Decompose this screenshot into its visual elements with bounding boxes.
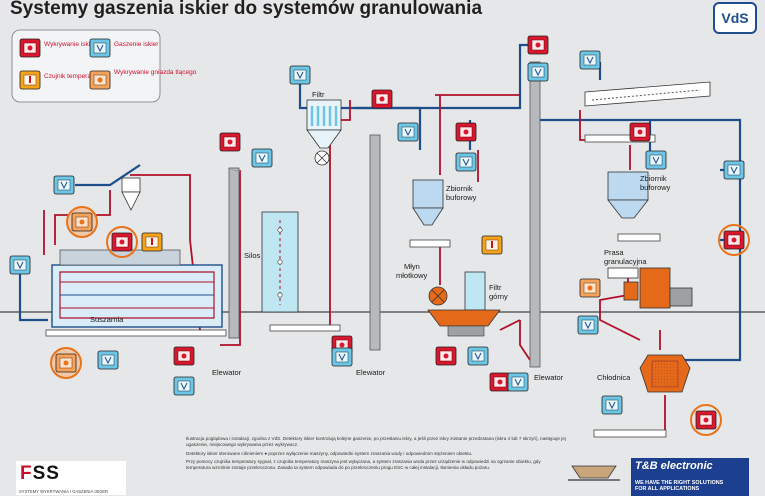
pellet-press-label-a: Prasa — [604, 248, 624, 257]
elevator-3: Elewator — [529, 61, 564, 382]
buffer-tank-2-label-a: Zbiornik — [640, 174, 667, 183]
top-filter-label-a: Filtr — [489, 283, 502, 292]
spark-extinguisher-icon — [331, 347, 353, 367]
legend-detector-icon — [19, 38, 41, 58]
footnote-1: Ilustracja poglądowa i instalacji, zgodn… — [186, 436, 566, 447]
hammer-mill: Młyn młotkowy Filtr górny — [396, 262, 508, 337]
elevator-3-label: Elewator — [534, 373, 564, 382]
page-title: Systemy gaszenia iskier do systemów gran… — [10, 0, 483, 19]
spark-extinguisher-icon — [645, 150, 667, 170]
spark-detector-icon — [435, 346, 457, 366]
output-bin — [568, 465, 620, 481]
pellet-press: Prasa granulacyjna — [604, 248, 693, 309]
dryer: Suszarnia — [45, 249, 227, 337]
elevator-1-label: Elewator — [212, 368, 242, 377]
dryer-label: Suszarnia — [90, 315, 124, 324]
tb-logo-tagline-1: WE HAVE THE RIGHT SOLUTIONS — [635, 480, 724, 486]
legend-detector-label: Wykrywanie iskier — [44, 41, 97, 48]
spark-extinguisher-icon — [577, 315, 599, 335]
spark-extinguisher-icon — [251, 148, 273, 168]
fss-logo-mark: F — [20, 463, 33, 484]
legend-extinguisher-label: Gaszenie iskier — [114, 41, 159, 48]
buffer-tank-1: Zbiornik buforowy — [409, 179, 477, 248]
tb-logo-name: T&B electronic — [635, 460, 713, 472]
temperature-sensor-icon — [481, 235, 503, 255]
spark-detector-icon — [111, 232, 133, 252]
elevator-1: Elewator — [212, 167, 243, 377]
footnotes: Ilustracja poglądowa i instalacji, zgodn… — [186, 436, 566, 474]
spark-extinguisher-icon — [507, 372, 529, 392]
buffer-tank-1-label-b: buforowy — [446, 193, 477, 202]
silo-label: Silos — [244, 251, 261, 260]
spark-extinguisher-icon — [723, 160, 745, 180]
spark-detector-icon — [489, 372, 511, 392]
spark-extinguisher-icon — [397, 122, 419, 142]
tb-electronic-logo: T&B electronic WE HAVE THE RIGHT SOLUTIO… — [631, 458, 749, 496]
cooler: Chłodnica — [593, 354, 691, 438]
spark-extinguisher-icon — [527, 62, 549, 82]
spark-detector-icon — [723, 230, 745, 250]
fss-logo: FSS SYSTEMY WYKRYWANIA I GASZENIA ISKIER — [16, 461, 126, 495]
spark-extinguisher-icon — [97, 350, 119, 370]
spark-detector-icon — [527, 35, 549, 55]
top-conveyor — [584, 81, 711, 143]
spark-extinguisher-icon — [467, 346, 489, 366]
spark-extinguisher-icon — [53, 175, 75, 195]
legend-temperature-icon — [19, 70, 41, 90]
footnote-2: Detektory iskier sterowane ciśnieniem ● … — [186, 450, 473, 456]
cooler-label: Chłodnica — [597, 373, 631, 382]
pellet-press-label-b: granulacyjna — [604, 257, 647, 266]
fss-logo-text: SS — [32, 463, 60, 484]
cyclone — [121, 177, 141, 211]
buffer-tank-2-label-b: buforowy — [640, 183, 671, 192]
legend-temperature-label: Czujnik temperatury — [44, 73, 103, 80]
top-filter-label-b: górny — [489, 292, 508, 301]
vds-badge: VdS — [713, 2, 757, 34]
spark-extinguisher-icon — [9, 255, 31, 275]
spark-detector-icon — [629, 122, 651, 142]
spark-extinguisher-icon — [455, 152, 477, 172]
elevator-2-label: Elewator — [356, 368, 386, 377]
spark-detector-icon — [695, 410, 717, 430]
spark-extinguisher-icon — [173, 376, 195, 396]
spark-detector-icon — [173, 346, 195, 366]
hammer-mill-label-a: Młyn — [404, 262, 420, 271]
temperature-sensor-icon — [141, 232, 163, 252]
glow-detector-icon — [579, 278, 601, 298]
spark-extinguisher-icon — [289, 65, 311, 85]
filter-label: Filtr — [312, 90, 325, 99]
tb-logo-tagline-2: FOR ALL APPLICATIONS — [635, 486, 700, 493]
spark-detector-icon — [371, 89, 393, 109]
legend-glow-icon — [89, 70, 111, 90]
fss-logo-subtitle: SYSTEMY WYKRYWANIA I GASZENIA ISKIER — [19, 489, 109, 494]
glow-detectors — [50, 206, 750, 436]
spark-detector-icon — [219, 132, 241, 152]
elevator-2: Elewator — [356, 134, 386, 377]
silo: Silos — [244, 211, 341, 332]
footnote-3: Przy pomocy czujnika temperatury sygnał,… — [186, 459, 541, 471]
legend: Wykrywanie iskier Gaszenie iskier Czujni… — [11, 29, 197, 103]
spark-detector-icon — [455, 122, 477, 142]
glow-detector-icon — [55, 353, 77, 373]
glow-detector-icon — [71, 212, 93, 232]
spark-extinguisher-icon — [579, 50, 601, 70]
spark-extinguisher-icon — [601, 395, 623, 415]
hammer-mill-label-b: młotkowy — [396, 271, 428, 280]
buffer-tank-1-label-a: Zbiornik — [446, 184, 473, 193]
buffer-tank-2: Zbiornik buforowy — [607, 171, 671, 242]
legend-extinguisher-icon — [89, 38, 111, 58]
legend-glow-label: Wykrywanie gniazda tlącego — [114, 69, 197, 76]
